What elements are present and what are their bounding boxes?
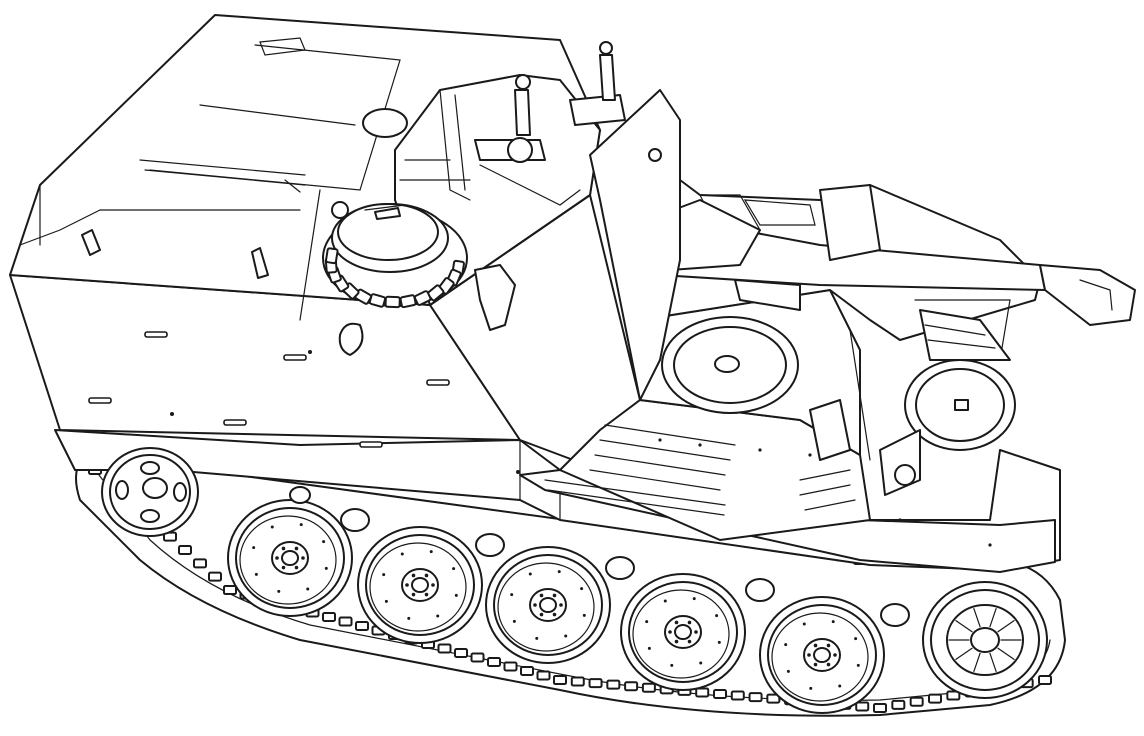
spare-track-links [919,309,1011,361]
road-wheel [357,526,483,644]
sprocket-spokes [948,608,1022,672]
road-wheel [227,499,353,617]
cupola-vision-blocks [324,247,465,309]
return-rollers [289,486,910,627]
road-wheel [485,546,611,664]
raised-plate [474,89,681,401]
travel-lock-arm [659,184,1136,326]
road-wheel [620,573,746,691]
cupola [322,108,468,356]
road-wheel [759,596,885,714]
rear-drive-sprocket [922,581,1048,699]
road-wheels [227,499,885,714]
front-idler [101,447,199,537]
